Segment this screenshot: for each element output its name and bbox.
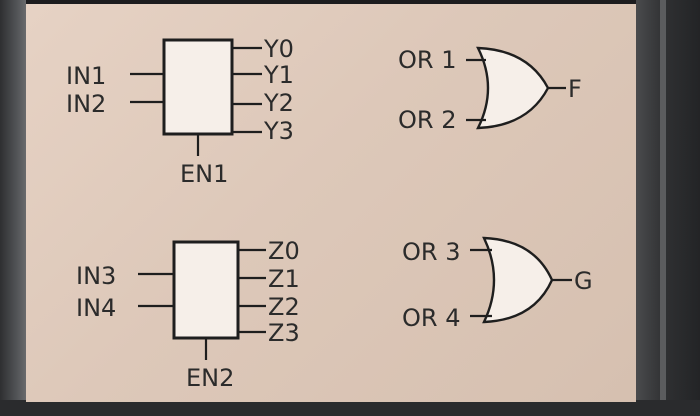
monitor-edge-right [636,0,700,416]
decoder-1-block [162,38,234,136]
decoder-1-output-2: Y2 [263,89,294,117]
decoder-1-output-3: Y3 [263,117,294,145]
monitor-bezel-top [0,0,700,4]
decoder-2-input-1: IN3 [76,262,116,290]
or-gate-g-output: G [574,267,593,295]
monitor-bezel-bottom [0,400,700,416]
decoder-1-output-0: Y0 [263,35,294,63]
decoder-2-block [172,240,240,340]
or-gate-g-symbol [482,236,554,324]
decoder-1-output-1: Y1 [263,61,294,89]
decoder-2-output-3: Z3 [268,319,300,347]
decoder-2-enable: EN2 [186,364,234,392]
or-gate-f-symbol [476,46,550,130]
decoder-2: IN3 IN4 Z0 Z1 Z2 Z3 EN2 [76,237,300,392]
monitor-frame-stripe [660,0,666,416]
or-gate-f-input-1: OR 1 [398,46,456,74]
decoder-2-input-2: IN4 [76,294,116,322]
decoder-2-output-0: Z0 [268,237,300,265]
or-gate-g-input-2: OR 4 [402,304,460,332]
or-gate-g-input-1: OR 3 [402,238,460,266]
decoder-2-output-1: Z1 [268,265,300,293]
or-gate-f: OR 1 OR 2 F [398,46,582,134]
decoder-2-output-2: Z2 [268,293,300,321]
decoder-1-input-1: IN1 [66,62,106,90]
or-gate-f-output: F [568,75,582,103]
decoder-1-enable: EN1 [180,160,228,188]
or-gate-f-input-2: OR 2 [398,106,456,134]
decoder-1-input-2: IN2 [66,90,106,118]
monitor-edge-left [0,0,26,416]
or-gate-g: OR 3 OR 4 G [402,236,593,332]
decoder-1: IN1 IN2 Y0 Y1 Y2 Y3 EN1 [66,35,294,188]
